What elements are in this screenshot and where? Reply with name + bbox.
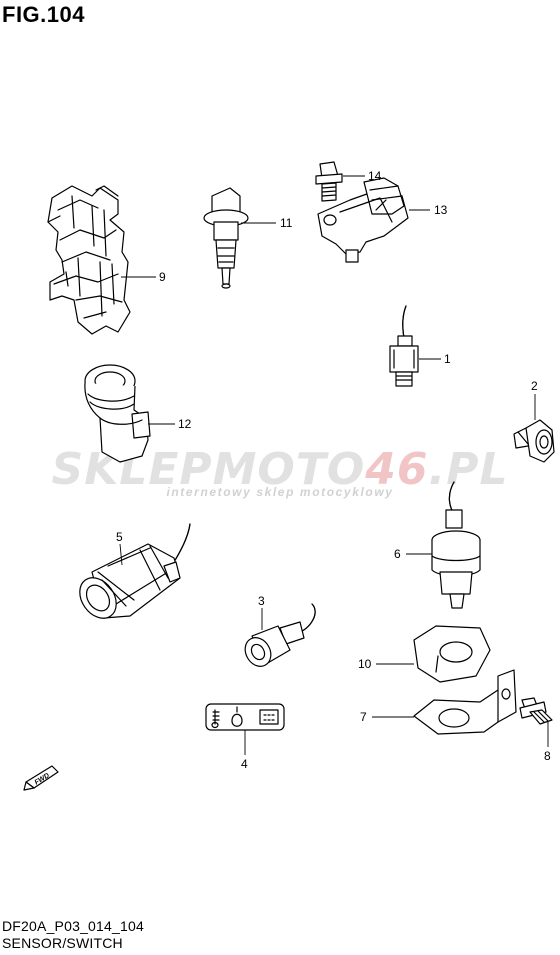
callout-9: 9 bbox=[159, 270, 166, 284]
part-9-holder[interactable] bbox=[47, 185, 131, 335]
part-11-sensor[interactable] bbox=[203, 187, 249, 289]
leader-lines bbox=[119, 175, 549, 755]
part-3-sensor[interactable] bbox=[240, 603, 316, 671]
part-2-sensor[interactable] bbox=[513, 419, 555, 463]
drawing-code: DF20A_P03_014_104 bbox=[2, 918, 144, 934]
callout-5: 5 bbox=[116, 530, 123, 544]
callout-3: 3 bbox=[258, 594, 265, 608]
figure-title: FIG.104 bbox=[2, 2, 85, 27]
part-4-label[interactable] bbox=[205, 703, 285, 731]
part-14-bolt[interactable] bbox=[315, 161, 343, 202]
part-13-map-sensor[interactable] bbox=[317, 177, 409, 263]
callout-13: 13 bbox=[434, 203, 448, 217]
callout-12: 12 bbox=[178, 417, 192, 431]
part-6-switch[interactable] bbox=[431, 481, 481, 609]
callout-4: 4 bbox=[241, 757, 248, 771]
part-8-bolt[interactable] bbox=[519, 697, 553, 725]
part-10-plate[interactable] bbox=[413, 625, 491, 683]
callout-1: 1 bbox=[444, 352, 451, 366]
callout-10: 10 bbox=[358, 657, 372, 671]
callout-2: 2 bbox=[531, 379, 538, 393]
callout-6: 6 bbox=[394, 547, 401, 561]
callout-7: 7 bbox=[360, 710, 367, 724]
part-1-sensor[interactable] bbox=[389, 305, 419, 387]
part-12-boot[interactable] bbox=[84, 364, 151, 463]
callout-14: 14 bbox=[368, 169, 382, 183]
callout-11: 11 bbox=[280, 216, 293, 230]
drawing-subtitle: SENSOR/SWITCH bbox=[2, 935, 123, 951]
part-7-bracket[interactable] bbox=[413, 669, 517, 735]
fwd-arrow-icon: FWD bbox=[23, 765, 59, 791]
part-5-grommet[interactable] bbox=[72, 523, 191, 625]
fwd-label: FWD bbox=[34, 772, 51, 786]
callout-8: 8 bbox=[544, 749, 551, 763]
